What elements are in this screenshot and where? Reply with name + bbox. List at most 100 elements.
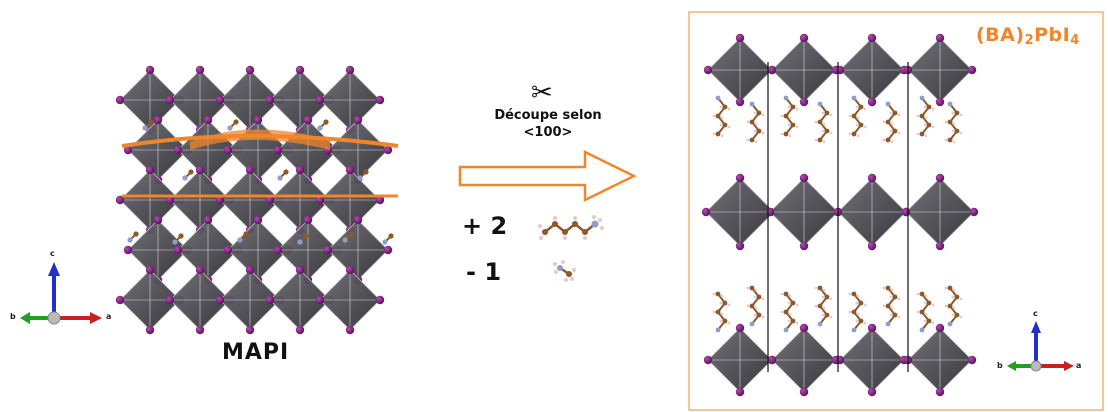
cut-direction-index: <100> [523,125,573,140]
iodine-atom [345,265,355,275]
organic-cation [277,169,289,181]
iodine-atom [799,241,809,251]
iodine-atom [195,325,205,335]
iodine-atom [967,355,977,365]
iodine-atom [867,97,877,107]
iodine-atom [735,33,745,43]
iodine-atom [735,173,745,183]
iodine-atom [701,207,711,217]
iodine-atom [375,195,385,205]
iodine-atom [383,145,393,155]
iodine-atom [215,95,225,105]
iodine-atom [153,215,163,225]
iodine-atom [295,165,305,175]
iodine-atom [253,115,263,125]
pbi6-octahedron [767,323,841,397]
pbi6-octahedron [323,215,393,285]
pbi6-octahedron [767,33,841,107]
iodine-atom [303,215,313,225]
pbi6-octahedron [703,323,777,397]
iodine-atom [315,195,325,205]
methylammonium-molecule-icon [553,260,576,282]
butylammonium-molecule-icon [538,215,604,240]
iodine-atom [303,115,313,125]
butylammonium-chain [780,291,799,333]
iodine-atom [273,245,283,255]
iodine-atom [799,387,809,397]
pbi6-octahedron [315,165,385,235]
transformation-arrow [458,149,637,203]
iodine-atom [165,95,175,105]
iodine-atom [153,115,163,125]
pbi6-octahedron [835,323,909,397]
iodine-atom [123,145,133,155]
pbi6-octahedron [835,33,909,107]
axis-right-b-label: b [997,361,1003,370]
iodine-atom [835,65,845,75]
organic-cation [227,119,239,131]
cut-plane-highlight [190,129,330,150]
iodine-atom [799,323,809,333]
axis-left-a-label: a [106,312,112,321]
ba2pbi4-structure [701,33,979,397]
iodine-atom [115,95,125,105]
axis-triad-left [20,262,102,325]
iodine-atom [867,241,877,251]
organic-cation [172,233,184,245]
iodine-atom [265,295,275,305]
iodine-atom [265,195,275,205]
iodine-atom [145,65,155,75]
iodine-atom [353,215,363,225]
butylammonium-chain [780,95,799,138]
iodine-atom [735,241,745,251]
pbi6-octahedron [323,115,393,185]
iodine-atom [703,65,713,75]
iodine-atom [253,215,263,225]
iodine-atom [145,265,155,275]
iodine-atom [767,65,777,75]
iodine-atom [315,295,325,305]
iodine-atom [203,115,213,125]
iodine-atom [345,325,355,335]
organic-cation [142,119,154,131]
organic-cation [342,231,354,243]
iodine-atom [735,97,745,107]
formula-mid: PbI [1034,24,1071,46]
iodine-atom [173,245,183,255]
iodine-atom [215,195,225,205]
iodine-atom [353,115,363,125]
iodine-atom [867,387,877,397]
iodine-atom [375,295,385,305]
iodine-atom [935,387,945,397]
cut-direction-text: Découpe selon [494,108,602,123]
organic-cation [127,231,139,243]
pbi6-octahedron [701,173,779,251]
iodine-atom [967,65,977,75]
butylammonium-chain [944,101,963,144]
remove-count-label: - 1 [466,258,502,286]
pbi6-octahedron [765,173,843,251]
butylammonium-chain [916,95,935,138]
butylammonium-chain [746,285,765,327]
butylammonium-chain [712,291,731,333]
iodine-atom [145,325,155,335]
iodine-atom [165,195,175,205]
axis-triad-right [1007,321,1074,372]
iodine-atom [245,265,255,275]
iodine-atom [115,195,125,205]
axis-right-c-label: c [1033,309,1038,318]
iodine-atom [935,241,945,251]
pbi6-octahedron [903,323,977,397]
iodine-atom [273,145,283,155]
axis-left-c-label: c [50,249,55,258]
butylammonium-chain [712,95,731,138]
scissors-icon: ✂ [531,78,553,108]
iodine-atom [969,207,979,217]
mapi-label: MAPI [222,340,290,365]
iodine-atom [735,323,745,333]
iodine-atom [315,95,325,105]
iodine-atom [765,207,775,217]
iodine-atom [295,325,305,335]
iodine-atom [375,95,385,105]
